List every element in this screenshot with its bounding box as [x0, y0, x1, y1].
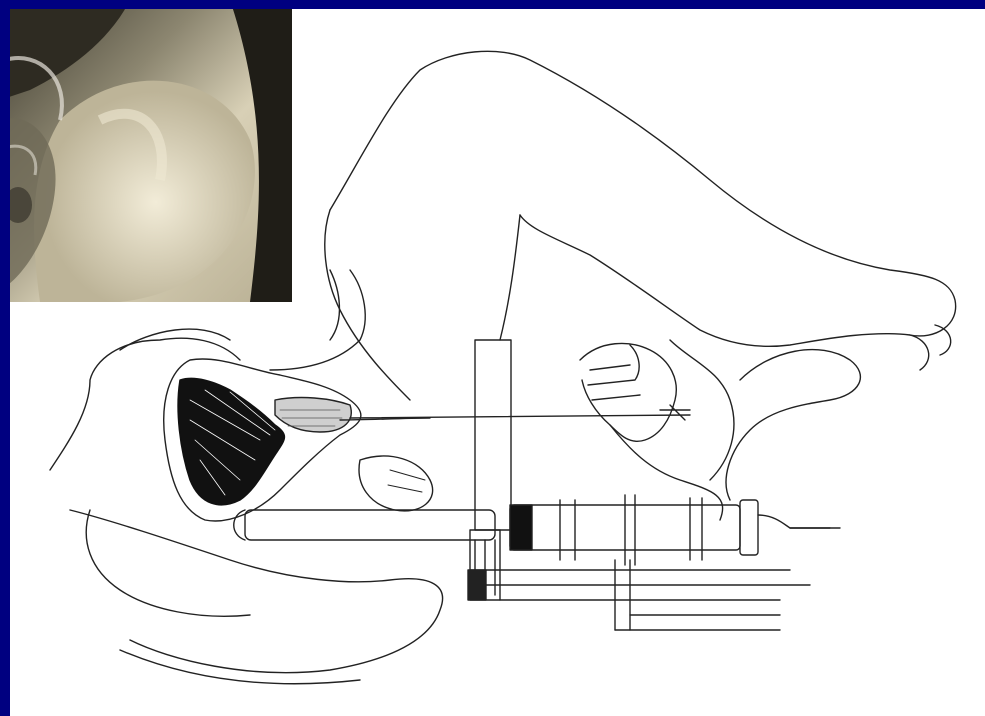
stand-leg-horizontal [615, 615, 780, 630]
hand-fingers [588, 345, 640, 400]
leg-inner-line [500, 215, 520, 340]
leg-outline [330, 51, 956, 346]
stepper-cap-left [510, 505, 532, 550]
prostate-dark [178, 378, 284, 505]
ultrasound-probe [245, 510, 495, 540]
frame-left-border [0, 0, 10, 716]
foot-outline [726, 350, 860, 500]
stepper-nose [758, 515, 830, 528]
abdomen-upper [120, 329, 230, 350]
foot-toes [910, 325, 951, 370]
scrotum [359, 456, 433, 511]
needle-end [660, 405, 690, 420]
stepper-ring-1 [560, 500, 575, 560]
penis-shaft [270, 270, 365, 370]
stepper-end [740, 500, 758, 555]
seminal-vesicle [275, 398, 351, 432]
procedure-diagram [30, 40, 970, 700]
needle-line [350, 415, 690, 418]
sacrum-curve [86, 510, 250, 616]
hand-outline [580, 343, 676, 441]
thigh-back [325, 210, 410, 400]
frame-top-border [0, 0, 985, 9]
scrotum-detail [388, 470, 425, 492]
stepper-ring-3 [690, 498, 702, 560]
lower-body-curve [120, 650, 360, 684]
rectum-outline [70, 510, 443, 673]
template-post [475, 340, 511, 530]
